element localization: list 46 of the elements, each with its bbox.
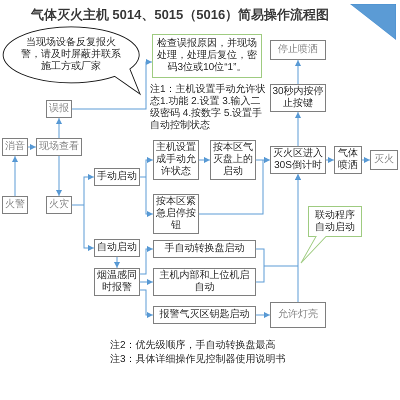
process-box: 手自动转换盘启动 — [153, 240, 256, 258]
process-box: 按本区紧急启停按钮 — [153, 194, 199, 234]
note-box: 检查误报原因，并现场处理，处理后复位，密码3位或10位“1”。 — [152, 34, 262, 78]
connector-arrow — [295, 112, 301, 146]
process-box: 气体喷洒 — [334, 146, 362, 174]
process-box: 主机设置成手动允许状态 — [153, 140, 199, 180]
process-box: 误报 — [46, 100, 72, 118]
process-box: 现场查看 — [36, 138, 82, 156]
process-box: 灭火区进入30S倒计时 — [270, 146, 326, 174]
connector-arrow — [140, 176, 154, 217]
connector-arrow — [326, 157, 334, 163]
process-box: 30秒内按停止按键 — [270, 84, 326, 112]
connector-arrow — [72, 204, 94, 251]
connector-arrow — [140, 290, 154, 318]
note-text: 注2：优先级顺序，手自动转换盘最高 — [110, 340, 277, 352]
connector-arrow — [140, 279, 154, 285]
process-box: 自动启动 — [94, 239, 140, 257]
connector-arrow — [72, 59, 152, 110]
connector-arrow — [56, 118, 62, 138]
connector-arrow — [198, 157, 270, 214]
process-box: 烟温感同时报警 — [94, 268, 140, 296]
process-box: 火警 — [2, 196, 28, 214]
callout-note: 联动程序自动启动 — [300, 206, 362, 264]
process-box: 火灾 — [46, 196, 72, 214]
process-box: 消音 — [2, 138, 28, 156]
connector-arrow — [256, 312, 270, 318]
process-box: 停止喷洒 — [270, 40, 326, 60]
process-box: 手动启动 — [94, 168, 140, 186]
connector-arrow — [12, 156, 18, 196]
connector-arrow — [114, 256, 120, 268]
process-box: 按本区气灭盘上的启动 — [210, 140, 256, 180]
note-text: 注1：主机设置手动允许状态1.功能 2.设置 3.输入二级密码 4.按数字 5.设置手自动控制状态 — [150, 84, 266, 132]
process-box: 灭火 — [370, 150, 398, 170]
connector-arrow — [56, 156, 62, 196]
process-box: 主机内部和上位机启自动 — [153, 268, 256, 296]
connector-arrow — [198, 157, 210, 163]
title: 气体灭火主机 5014、5015（5016）简易操作流程图 — [30, 6, 330, 24]
connector-arrow — [295, 60, 301, 84]
connector-arrow — [140, 246, 154, 274]
process-box: 报警气灭区钥匙启动 — [153, 306, 256, 324]
process-box: 允许灯亮 — [270, 302, 326, 328]
connector-arrow — [295, 174, 301, 302]
connector-arrow — [362, 157, 370, 163]
speech-bubble: 当现场设备反复报火警，请及时屏蔽并联系施工方或厂家 — [2, 26, 142, 96]
note-text: 注3：具体详细操作见控制器使用说明书 — [110, 354, 287, 366]
connector-arrow — [28, 144, 36, 150]
